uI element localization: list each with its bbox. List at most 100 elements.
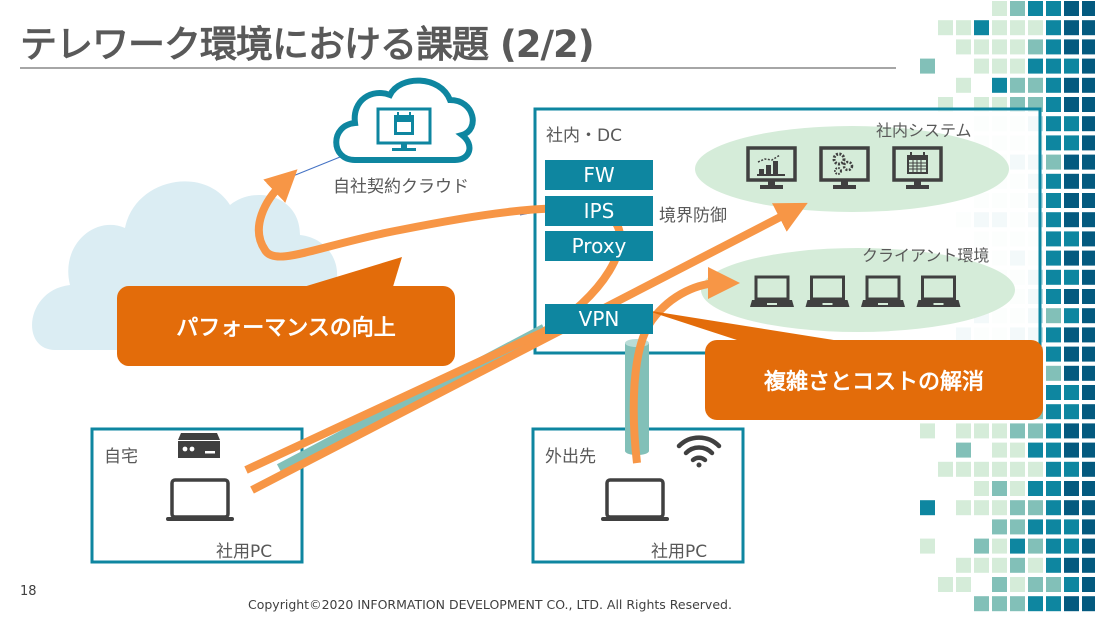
mosaic-tile: [1082, 269, 1095, 285]
mosaic-tile: [1064, 135, 1079, 151]
mosaic-tile: [1046, 289, 1061, 304]
mosaic-tile: [992, 77, 1007, 93]
mosaic-tile: [1046, 154, 1061, 170]
mosaic-tile: [1064, 77, 1079, 93]
mosaic-tile: [1028, 481, 1043, 496]
mosaic-tile: [1064, 193, 1079, 208]
mosaic-tile: [1082, 212, 1095, 228]
mosaic-tile: [1082, 481, 1095, 496]
outside-laptop-icon: [601, 478, 669, 521]
client-laptop-icon: [805, 275, 850, 307]
mosaic-tile: [992, 596, 1007, 612]
mosaic-tile: [1010, 442, 1025, 458]
mosaic-tile: [956, 557, 971, 573]
mosaic-tile: [920, 538, 935, 554]
mosaic-tile: [1082, 97, 1095, 112]
mosaic-tile: [1010, 500, 1025, 516]
mosaic-tile: [1082, 58, 1095, 74]
mosaic-tile: [1082, 1, 1095, 16]
mosaic-tile: [938, 20, 953, 36]
firewall-box: FW: [545, 160, 653, 190]
mosaic-tile: [1046, 423, 1061, 439]
mosaic-tile: [1010, 20, 1025, 36]
mosaic-tile: [992, 20, 1007, 36]
mosaic-tile: [1028, 557, 1043, 573]
mosaic-tile: [1064, 308, 1079, 324]
mosaic-tile: [1064, 577, 1079, 592]
mosaic-tile: [1082, 116, 1095, 132]
mosaic-tile: [1028, 519, 1043, 535]
mosaic-tile: [1046, 39, 1061, 55]
mosaic-tile: [992, 557, 1007, 573]
mosaic-tile: [1082, 20, 1095, 36]
mosaic-tile: [956, 500, 971, 516]
mosaic-tile: [1010, 596, 1025, 612]
mosaic-tile: [1010, 481, 1025, 496]
client-laptop-icon: [750, 275, 794, 307]
mosaic-tile: [1082, 308, 1095, 324]
mosaic-tile: [1082, 173, 1095, 189]
mosaic-tile: [1046, 135, 1061, 151]
mosaic-tile: [1082, 289, 1095, 304]
mosaic-tile: [1064, 500, 1079, 516]
mosaic-tile: [956, 442, 971, 458]
flow-arrow-to-internal-systems: [250, 202, 808, 494]
mosaic-tile: [1010, 39, 1025, 55]
mosaic-tile: [992, 481, 1007, 496]
mosaic-tile: [992, 577, 1007, 592]
mosaic-tile: [956, 20, 971, 36]
mosaic-tile: [1064, 385, 1079, 400]
mosaic-tile: [1082, 519, 1095, 535]
mosaic-tile: [1046, 58, 1061, 74]
mosaic-tile: [1064, 519, 1079, 535]
mosaic-tile: [1064, 461, 1079, 477]
mosaic-tile: [1046, 442, 1061, 458]
mosaic-tile: [1082, 538, 1095, 554]
mosaic-tile: [1064, 116, 1079, 132]
mosaic-tile: [992, 538, 1007, 554]
mosaic-tile: [1046, 97, 1061, 112]
copyright-notice: Copyright©2020 INFORMATION DEVELOPMENT C…: [248, 597, 732, 612]
home-device-label: 社用PC: [216, 542, 273, 562]
mosaic-tile: [1046, 250, 1061, 266]
mosaic-tile: [1010, 58, 1025, 74]
mosaic-tile: [974, 58, 989, 74]
mosaic-tile: [938, 461, 953, 477]
mosaic-tile: [1064, 173, 1079, 189]
mosaic-tile: [1028, 1, 1043, 16]
mosaic-tile: [974, 39, 989, 55]
client-environment-label: クライアント環境: [862, 246, 990, 265]
mosaic-tile: [974, 423, 989, 439]
mosaic-tile: [1082, 231, 1095, 247]
calendar-monitor-icon: [892, 146, 943, 189]
mosaic-tile: [956, 39, 971, 55]
mosaic-tile: [1082, 500, 1095, 516]
chart-monitor-icon: [746, 146, 797, 189]
mosaic-tile: [992, 519, 1007, 535]
mosaic-tile: [1082, 385, 1095, 400]
mosaic-tile: [1082, 423, 1095, 439]
mosaic-tile: [1046, 269, 1061, 285]
mosaic-tile: [1064, 346, 1079, 362]
mosaic-tile: [1046, 365, 1061, 381]
wifi-icon: [676, 435, 722, 468]
client-environment-ellipse: [701, 248, 1015, 332]
mosaic-tile: [1064, 1, 1079, 16]
mosaic-tile: [1082, 346, 1095, 362]
mosaic-tile: [1010, 1, 1025, 16]
mosaic-tile: [1046, 20, 1061, 36]
mosaic-tile: [920, 500, 935, 516]
mosaic-tile: [1082, 557, 1095, 573]
mosaic-tile: [974, 461, 989, 477]
mosaic-tile: [1028, 596, 1043, 612]
mosaic-tile: [1028, 77, 1043, 93]
gears-monitor-icon: [819, 146, 870, 189]
mosaic-tile: [1046, 461, 1061, 477]
mosaic-tile: [1082, 135, 1095, 151]
mosaic-tile: [1010, 538, 1025, 554]
mosaic-tile: [1064, 20, 1079, 36]
mosaic-tile: [992, 423, 1007, 439]
mosaic-tile: [992, 1, 1007, 16]
mosaic-tile: [1046, 231, 1061, 247]
complexity-callout: 複雑さとコストの解消: [705, 340, 1043, 420]
